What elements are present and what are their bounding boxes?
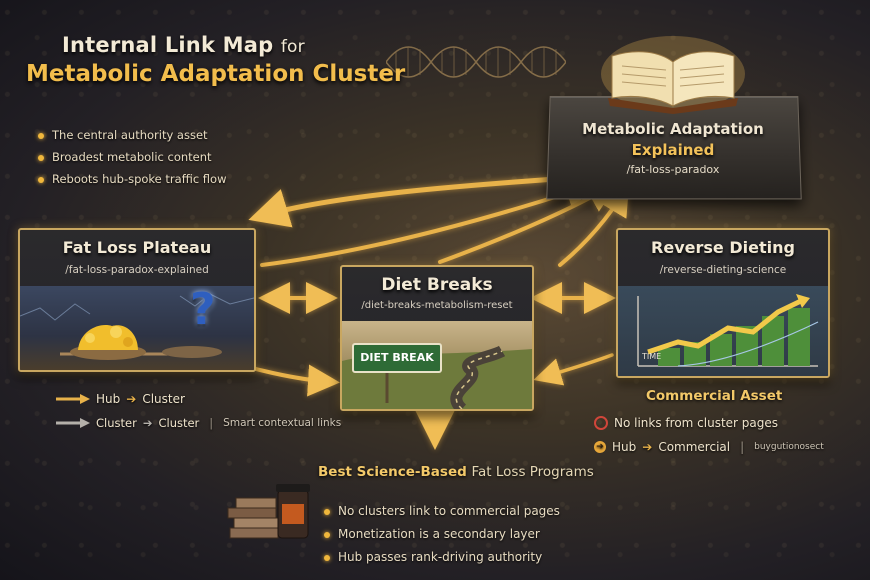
card-title: Fat Loss Plateau (62, 238, 212, 257)
commercial-programs-title: Best Science-Based Fat Loss Programs (318, 464, 594, 480)
commercial-title: Commercial Asset (646, 388, 783, 404)
dna-helix-icon (386, 46, 566, 78)
open-book-icon (601, 36, 745, 114)
legend-cluster-cluster: Cluster ➔ Cluster | Smart contextual lin… (56, 416, 341, 430)
card-diet-breaks[interactable]: Diet Breaks /diet-breaks-metabolism-rese… (340, 265, 534, 411)
hub-url[interactable]: /fat-loss-paradox (626, 163, 720, 176)
card-url[interactable]: /diet-breaks-metabolism-reset (361, 300, 513, 311)
no-entry-icon (594, 416, 608, 430)
hub-note: The central authority asset (36, 128, 226, 142)
grey-arrow-icon (56, 418, 90, 428)
card-title: Reverse Dieting (651, 238, 795, 257)
hub-notes-list: The central authority asset Broadest met… (36, 128, 226, 194)
hub-title-line2: Explained (631, 141, 715, 159)
card-fat-loss-plateau[interactable]: Fat Loss Plateau /fat-loss-paradox-expla… (18, 228, 256, 372)
card-title: Diet Breaks (381, 275, 493, 295)
page-title-line1: Internal Link Map for (62, 33, 305, 57)
small-arrow-icon: ➔ (642, 440, 653, 454)
legend-hub-cluster: Hub ➔ Cluster (56, 392, 185, 406)
page-title-line2: Metabolic Adaptation Cluster (26, 61, 406, 87)
time-axis-label: TIME (642, 352, 662, 361)
hub-title-line1: Metabolic Adaptation (582, 120, 764, 138)
commercial-rules-list: No clusters link to commercial pages Mon… (322, 504, 560, 573)
card-url[interactable]: /reverse-dieting-science (659, 264, 787, 276)
small-arrow-icon: ➔ (126, 392, 137, 406)
diet-break-sign: DIET BREAK (352, 343, 442, 373)
arrow-circle-icon: ➔ (594, 441, 606, 453)
books-supplement-icon (227, 484, 310, 539)
commercial-hub-commercial: ➔ Hub ➔ Commercial | buygutionosect (594, 440, 824, 454)
commercial-no-links: No links from cluster pages (594, 416, 778, 430)
plateau-scene: ? (20, 284, 254, 370)
question-mark: ? (190, 284, 216, 335)
gold-arrow-icon (56, 394, 90, 404)
rule-item: No clusters link to commercial pages (322, 504, 560, 518)
growth-chart-icon (637, 294, 819, 367)
rule-item: Hub passes rank-driving authority (322, 550, 560, 564)
arrow-plateau-to-hub (260, 178, 598, 267)
growth-scene: TIME (618, 286, 828, 376)
scale-icon (20, 293, 254, 360)
hub-note: Broadest metabolic content (36, 150, 226, 164)
card-reverse-dieting[interactable]: Reverse Dieting /reverse-dieting-science… (616, 228, 830, 378)
card-url[interactable]: /fat-loss-paradox-explained (65, 264, 209, 276)
hub-note: Reboots hub-spoke traffic flow (36, 172, 226, 186)
small-arrow-icon: ➔ (142, 416, 153, 430)
arrow-hub-to-plateau (248, 175, 573, 228)
road-scene: DIET BREAK (342, 321, 532, 409)
rule-item: Monetization is a secondary layer (322, 527, 560, 541)
arrow-reverse-curve (533, 353, 614, 386)
